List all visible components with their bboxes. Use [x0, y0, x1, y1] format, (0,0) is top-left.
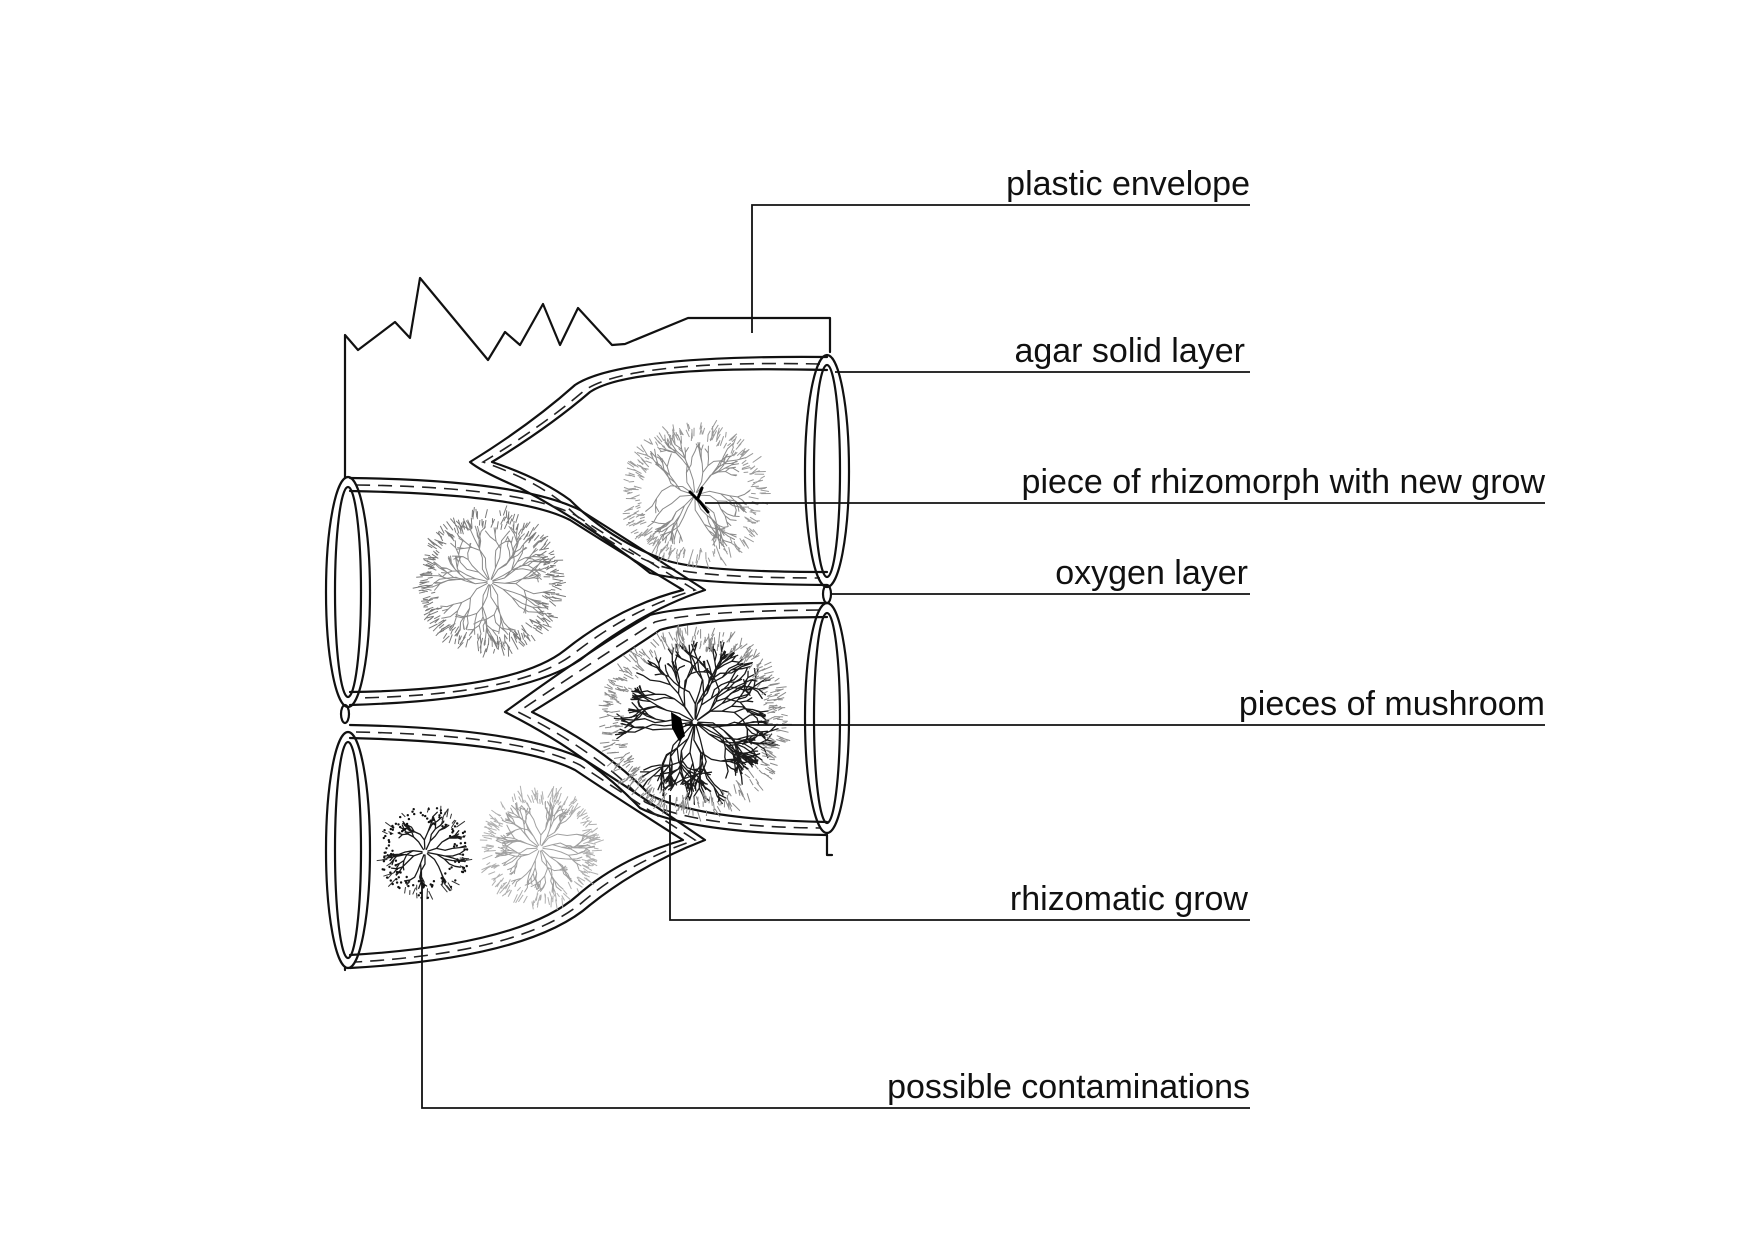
rhizomorph-piece	[688, 486, 710, 514]
label-possible-contaminations: possible contaminations	[887, 1068, 1250, 1106]
mushroom-colony	[598, 624, 792, 822]
plastic-envelope-outline	[343, 276, 832, 480]
leader-rhizomatic-grow	[669, 795, 1250, 921]
leader-plastic-envelope	[751, 204, 1250, 333]
label-plastic-envelope: plastic envelope	[1006, 165, 1250, 203]
rhizomorph-colony	[622, 419, 771, 570]
leader-lines	[421, 204, 1545, 1109]
label-pieces-of-mushroom: pieces of mushroom	[1239, 685, 1545, 723]
mycelium-colony-lower	[479, 785, 604, 911]
middle-left-tube	[324, 475, 707, 709]
mushroom-piece	[671, 712, 685, 741]
label-rhizomorph-piece: piece of rhizomorph with new grow	[1022, 463, 1546, 501]
label-oxygen-layer: oxygen layer	[1055, 554, 1248, 592]
mycelium-colony-left	[412, 505, 567, 658]
label-agar-solid-layer: agar solid layer	[1014, 332, 1245, 370]
leader-possible-contaminations	[421, 880, 1250, 1109]
upper-right-tube	[468, 353, 851, 589]
label-rhizomatic-grow: rhizomatic grow	[1010, 880, 1249, 918]
lower-left-tube	[324, 723, 707, 972]
contamination-colony	[376, 805, 473, 900]
